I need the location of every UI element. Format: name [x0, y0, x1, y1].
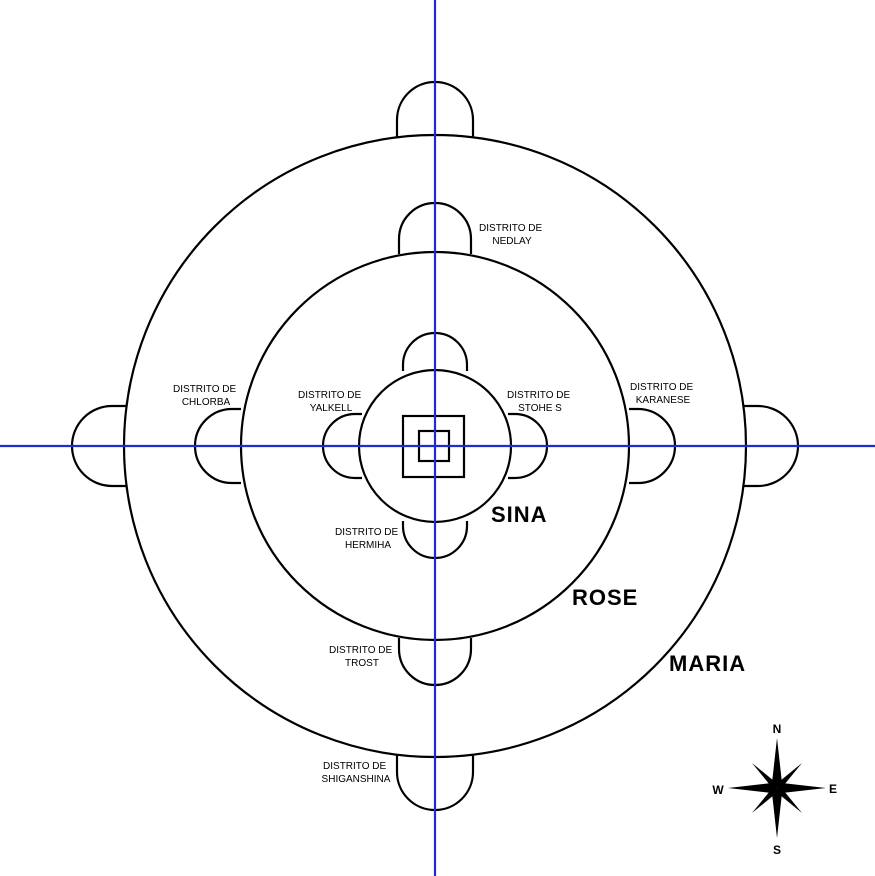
compass-rose-icon [728, 738, 826, 838]
district-label-nedlay: DISTRITO DE NEDLAY [479, 223, 545, 247]
district-label-yalkell: DISTRITO DE YALKELL [298, 390, 364, 414]
compass-south-label: S [773, 843, 781, 857]
district-label-stohes: DISTRITO DE STOHE S [507, 390, 573, 414]
wall-label-sina: SINA [491, 502, 548, 527]
compass-west-label: W [712, 783, 724, 797]
district-label-shiganshina: DISTRITO DE SHIGANSHINA [322, 761, 391, 785]
wall-label-maria: MARIA [669, 651, 746, 676]
district-label-hermiha: DISTRITO DE HERMIHA [335, 527, 401, 551]
compass-north-label: N [773, 722, 782, 736]
district-label-karanese: DISTRITO DE KARANESE [630, 382, 696, 406]
wall-label-rose: ROSE [572, 585, 638, 610]
district-label-trost: DISTRITO DE TROST [329, 645, 395, 669]
compass-east-label: E [829, 782, 837, 796]
district-label-chlorba: DISTRITO DE CHLORBA [173, 384, 239, 408]
